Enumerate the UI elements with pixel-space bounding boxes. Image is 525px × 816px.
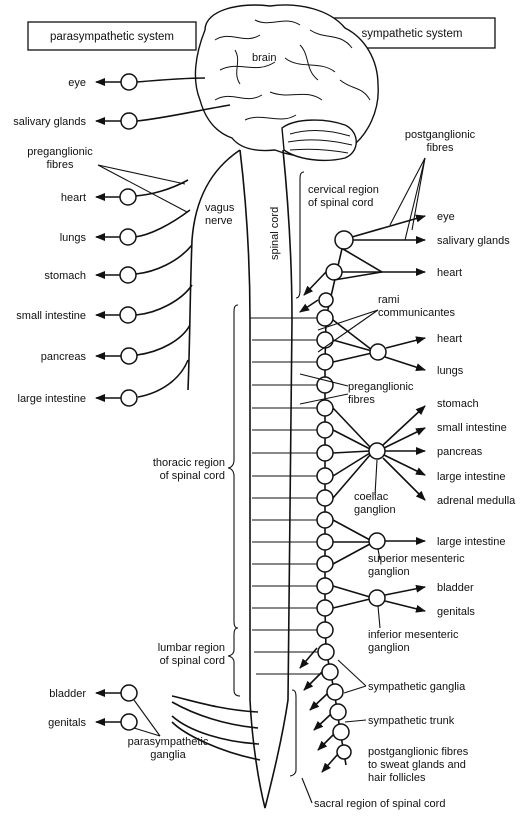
sweat-glands-annotation: postganglionic fibres to sweat glands an… [368,746,469,784]
organ-label: lungs [60,232,87,244]
superior-mesenteric-ganglion [332,519,426,565]
svg-text:ganglion: ganglion [354,504,396,516]
preganglionic-left-annotation: preganglionic fibres [27,146,188,213]
lumbar-label: lumbar region of spinal cord [158,642,225,667]
svg-text:parasympathetic: parasympathetic [128,736,209,748]
coeliac-ganglion [332,405,426,501]
organ-label: heart [61,192,86,204]
organ-label: large intestine [18,393,87,405]
preganglionic-right-annotation: preganglionic fibres [299,373,414,406]
svg-text:postganglionic fibres: postganglionic fibres [368,746,469,758]
organ-label: salivary glands [437,235,510,247]
organ-label: pancreas [41,351,87,363]
organ-label: adrenal medulla [437,495,516,507]
region-brackets [227,171,305,777]
cervical-label: cervical region of spinal cord [308,184,379,209]
svg-text:of spinal cord: of spinal cord [308,197,373,209]
svg-text:coeliac: coeliac [354,491,389,503]
svg-text:nerve: nerve [205,215,233,227]
vagus-branches [134,77,231,398]
organ-label: genitals [48,717,86,729]
right-organ-labels: eye salivary glands heart heart lungs st… [437,211,516,618]
svg-text:postganglionic: postganglionic [405,129,476,141]
svg-text:of spinal cord: of spinal cord [160,655,225,667]
inferior-mesenteric-ganglion [332,584,426,629]
brain-label: brain [252,52,276,64]
svg-text:inferior mesenteric: inferior mesenteric [368,629,459,641]
svg-text:fibres: fibres [47,159,74,171]
svg-text:vagus: vagus [205,202,235,214]
svg-text:lumbar region: lumbar region [158,642,225,654]
parasympathetic-ganglia-nodes [95,73,138,731]
svg-text:ganglia: ganglia [150,749,186,761]
spinal-cord-label-group: spinal cord [269,207,281,260]
organ-label: small intestine [437,422,507,434]
organ-label: lungs [437,365,464,377]
organ-label: small intestine [16,310,86,322]
thoracic-ganglion [332,319,426,372]
organ-label: heart [437,333,462,345]
svg-text:fibres: fibres [427,142,454,154]
sympathetic-header-text: sympathetic system [362,28,463,40]
sacral-nerves [171,695,261,761]
coeliac-label: coeliac ganglion [354,491,396,516]
svg-text:rami: rami [378,294,399,306]
inferior-mesenteric-label: inferior mesenteric ganglion [368,629,459,654]
organ-label: bladder [49,688,86,700]
organ-label: stomach [437,398,479,410]
brain-illustration: brain [194,4,379,162]
spinal-cord-label: spinal cord [269,207,281,260]
svg-text:fibres: fibres [348,394,375,406]
sympathetic-chain-ganglia [316,230,354,760]
thoracic-label: thoracic region of spinal cord [153,457,225,482]
svg-text:cervical region: cervical region [308,184,379,196]
svg-text:sympathetic trunk: sympathetic trunk [368,715,455,727]
vagus-label: vagus nerve [205,202,235,227]
sympathetic-ganglia-annotation: sympathetic ganglia [337,659,466,694]
organ-label: eye [68,77,86,89]
parasympathetic-header-text: parasympathetic system [50,31,174,43]
svg-text:of spinal cord: of spinal cord [160,470,225,482]
organ-label: salivary glands [13,116,86,128]
organ-label: large intestine [437,471,506,483]
head-ganglion-connections [333,214,426,281]
vagus-nerve [187,149,241,391]
svg-text:ganglion: ganglion [368,566,410,578]
organ-label: pancreas [437,446,483,458]
svg-text:superior mesenteric: superior mesenteric [368,553,465,565]
svg-text:preganglionic: preganglionic [348,381,414,393]
svg-text:sacral region of spinal cord: sacral region of spinal cord [314,798,445,810]
chain-postganglionic-arrows [299,271,339,773]
organ-label: large intestine [437,536,506,548]
svg-text:sympathetic ganglia: sympathetic ganglia [368,681,466,693]
svg-text:ganglion: ganglion [368,642,410,654]
svg-text:preganglionic: preganglionic [27,146,93,158]
organ-label: heart [437,267,462,279]
spinal-nerve-stubs [250,317,322,675]
rami-annotation: rami communicantes [317,294,456,353]
left-organ-labels: eye salivary glands heart lungs stomach … [13,77,86,729]
organ-label: stomach [44,270,86,282]
superior-mesenteric-label: superior mesenteric ganglion [368,553,465,578]
postganglionic-annotation: postganglionic fibres [389,129,476,241]
organ-label: bladder [437,582,474,594]
svg-text:thoracic region: thoracic region [153,457,225,469]
parasympathetic-ganglia-annotation: parasympathetic ganglia [128,699,209,761]
parasympathetic-header: parasympathetic system [27,21,197,51]
svg-text:hair follicles: hair follicles [368,772,426,784]
organ-label: genitals [437,606,475,618]
sacral-annotation: sacral region of spinal cord [301,777,445,810]
sympathetic-trunk-annotation: sympathetic trunk [344,715,455,727]
svg-text:communicantes: communicantes [378,307,456,319]
svg-text:to sweat glands and: to sweat glands and [368,759,466,771]
spinal-cord [239,149,293,809]
organ-label: eye [437,211,455,223]
